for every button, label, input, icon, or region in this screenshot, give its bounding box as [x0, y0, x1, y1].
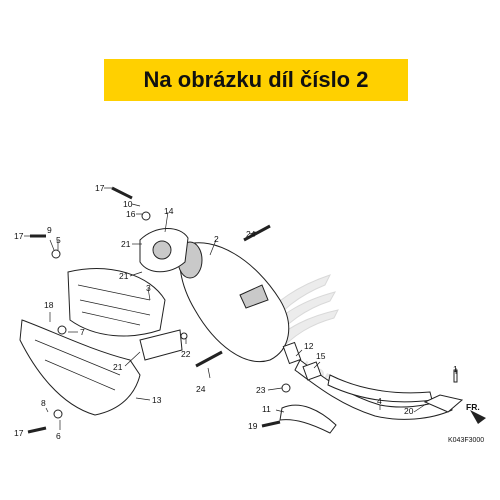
- diagram-code: K043F3000: [448, 437, 484, 444]
- part-number-banner: Na obrázku díl číslo 2: [104, 59, 408, 101]
- callout-20: 20: [404, 406, 414, 416]
- callout-7: 7: [80, 327, 85, 337]
- gasket-12: [282, 341, 302, 365]
- front-direction-arrow: FR.: [466, 402, 486, 424]
- callout-17: 17: [14, 231, 24, 241]
- callout-24: 24: [196, 384, 206, 394]
- callout-15: 15: [316, 351, 326, 361]
- callout-21: 21: [119, 271, 129, 281]
- protector-13: [19, 319, 141, 416]
- callout-18: 18: [44, 300, 54, 310]
- flange-20: [423, 394, 464, 413]
- callout-11: 11: [262, 404, 271, 414]
- bolts: [27, 186, 458, 434]
- callout-6: 6: [56, 431, 61, 441]
- callout-16: 16: [126, 209, 136, 219]
- heat-shield-3: [67, 268, 166, 337]
- callout-17: 17: [95, 183, 105, 193]
- callout-10: 10: [123, 199, 133, 209]
- callout-17: 17: [14, 428, 24, 438]
- leader-lines: [24, 187, 457, 430]
- callout-14: 14: [164, 206, 174, 216]
- callout-24: 24: [246, 229, 256, 239]
- callout-21: 21: [121, 239, 131, 249]
- muffler-2: [179, 242, 290, 362]
- direction-label: FR.: [466, 402, 480, 412]
- callout-2: 2: [214, 234, 219, 244]
- callout-22: 22: [181, 349, 191, 359]
- callout-4: 4: [377, 396, 382, 406]
- callout-labels: 17 10 16 14 2 24 17 9 5 21 21 3 18 7 21 …: [14, 183, 458, 441]
- joint-15: [302, 361, 322, 381]
- callout-8: 8: [41, 398, 46, 408]
- callout-12: 12: [304, 341, 314, 351]
- callout-3: 3: [146, 283, 151, 293]
- callout-5: 5: [56, 235, 61, 245]
- callout-21: 21: [113, 362, 123, 372]
- callout-23: 23: [256, 385, 266, 395]
- pipe-protector-11: [279, 404, 337, 434]
- callout-9: 9: [47, 225, 52, 235]
- banner-text: Na obrázku díl číslo 2: [143, 67, 369, 92]
- callout-13: 13: [152, 395, 162, 405]
- bracket: [139, 329, 183, 361]
- callout-1: 1: [453, 364, 458, 374]
- callout-19: 19: [248, 421, 258, 431]
